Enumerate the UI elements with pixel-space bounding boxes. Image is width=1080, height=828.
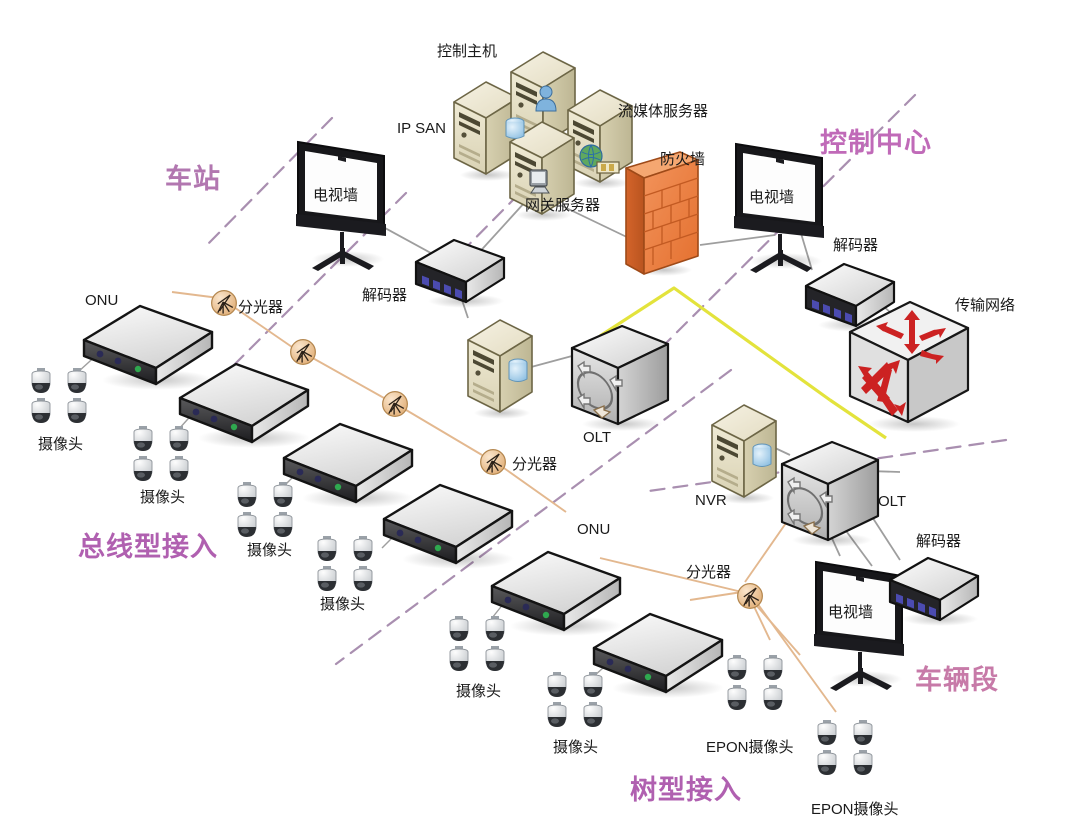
label-nvr: NVR: [695, 492, 727, 509]
disk-icon: [749, 440, 775, 472]
label-firewall: 防火墙: [660, 151, 706, 168]
olt-station[interactable]: [564, 322, 674, 432]
zone-label-control-center: 控制中心: [820, 128, 932, 158]
olt-depot[interactable]: [774, 438, 884, 548]
splitter-3[interactable]: [380, 389, 410, 419]
label-camera-3: 摄像头: [247, 542, 293, 559]
label-decoder-station: 解码器: [362, 287, 408, 304]
label-tvwall-control: 电视墙: [749, 189, 795, 206]
label-olt-depot: OLT: [878, 493, 907, 510]
user-icon: [533, 83, 559, 113]
router-icon: [596, 158, 620, 176]
label-camera-2: 摄像头: [140, 489, 186, 506]
zone-label-station: 车站: [165, 164, 221, 194]
disk-icon: [505, 355, 531, 387]
label-decoder-depot: 解码器: [916, 533, 962, 550]
splitter-5[interactable]: [735, 581, 765, 611]
zone-label-tree-access: 树型接入: [630, 775, 742, 805]
transport-network-cube[interactable]: [844, 298, 974, 432]
splitter-2[interactable]: [288, 337, 318, 367]
zone-label-bus-access: 总线型接入: [78, 532, 218, 562]
decoder-station[interactable]: [410, 232, 510, 310]
label-tvwall-station: 电视墙: [313, 187, 359, 204]
label-epon-camera-1: EPON摄像头: [706, 739, 794, 756]
label-splitter-3: 分光器: [686, 564, 732, 581]
label-camera-6: 摄像头: [553, 739, 599, 756]
label-epon-camera-2: EPON摄像头: [811, 801, 899, 818]
label-camera-5: 摄像头: [456, 683, 502, 700]
label-camera-1: 摄像头: [38, 436, 84, 453]
label-stream-server: 流媒体服务器: [618, 103, 709, 120]
label-gateway-server: 网关服务器: [525, 197, 601, 214]
camera-cluster-4[interactable]: [312, 534, 384, 600]
label-splitter-2: 分光器: [512, 456, 558, 473]
label-olt-station: OLT: [583, 429, 612, 446]
label-camera-4: 摄像头: [320, 596, 366, 613]
splitter-1[interactable]: [209, 288, 239, 318]
label-onu-station: ONU: [85, 292, 119, 309]
label-splitter-1: 分光器: [238, 299, 284, 316]
label-transport-net: 传输网络: [955, 297, 1016, 314]
label-ip-san: IP SAN: [397, 120, 446, 137]
monitor-icon: [525, 167, 557, 199]
decoder-depot[interactable]: [884, 550, 984, 628]
label-onu-depot: ONU: [577, 521, 611, 538]
camera-cluster-2[interactable]: [128, 424, 200, 490]
zone-label-depot: 车辆段: [915, 665, 999, 695]
label-decoder-control: 解码器: [833, 237, 879, 254]
splitter-4[interactable]: [478, 447, 508, 477]
camera-cluster-5[interactable]: [444, 614, 516, 680]
camera-cluster-3[interactable]: [232, 480, 304, 546]
epon-camera-cluster-1[interactable]: [722, 653, 794, 719]
label-tvwall-depot: 电视墙: [828, 604, 874, 621]
label-control-host: 控制主机: [437, 43, 498, 60]
firewall-brick[interactable]: [622, 146, 702, 276]
epon-camera-cluster-2[interactable]: [812, 718, 884, 784]
disk-icon: [502, 114, 528, 144]
camera-cluster-1[interactable]: [26, 366, 98, 432]
camera-cluster-6[interactable]: [542, 670, 614, 736]
